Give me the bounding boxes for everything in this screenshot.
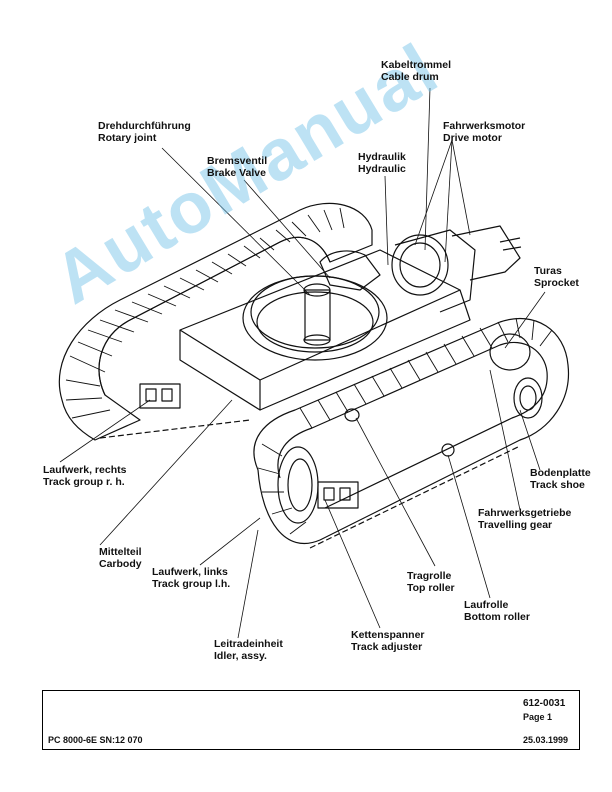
label-en: Sprocket: [534, 277, 579, 289]
label-drive-motor: Fahrwerksmotor Drive motor: [443, 120, 525, 144]
label-en: Travelling gear: [478, 519, 553, 531]
leader-lines: [59, 87, 546, 639]
label-track-group-rh: Laufwerk, rechts Track group r. h.: [43, 464, 126, 488]
track-lh-shoes: [257, 317, 553, 535]
label-en: Brake Valve: [207, 167, 266, 179]
footer-box: [42, 690, 580, 750]
label-de: Tragrolle: [407, 570, 452, 582]
label-de: Fahrwerksgetriebe: [478, 507, 572, 519]
label-en: Track group r. h.: [43, 476, 125, 488]
label-de: Fahrwerksmotor: [443, 120, 526, 132]
label-en: Top roller: [407, 582, 455, 594]
label-en: Track adjuster: [351, 641, 423, 653]
track-rh-inner: [98, 236, 331, 396]
label-en: Drive motor: [443, 132, 502, 144]
label-carbody: Mittelteil Carbody: [99, 546, 142, 570]
label-en: Idler, assy.: [214, 650, 267, 662]
label-en: Hydraulic: [358, 163, 406, 175]
label-track-group-lh: Laufwerk, links Track group l.h.: [152, 566, 230, 590]
model-serial: PC 8000-6E SN:12 070: [48, 735, 143, 745]
page-number: Page 1: [523, 712, 553, 722]
label-de: Bremsventil: [207, 155, 268, 167]
label-de: Kabeltrommel: [381, 59, 452, 71]
label-de: Mittelteil: [99, 546, 142, 558]
top-roller-shape: [344, 408, 360, 422]
label-rotary-joint: Drehdurchführung Rotary joint: [98, 120, 191, 144]
track-lh-inner: [277, 341, 548, 509]
label-de: Hydraulik: [358, 151, 406, 163]
label-top-roller: Tragrolle Top roller: [407, 570, 455, 594]
part-number: 612-0031: [523, 698, 566, 709]
label-de: Leitradeinheit: [214, 638, 283, 650]
label-en: Rotary joint: [98, 132, 157, 144]
label-track-shoe: Bodenplatte Track shoe: [530, 467, 591, 491]
label-sprocket: Turas Sprocket: [534, 265, 579, 289]
label-hydraulic: Hydraulik Hydraulic: [358, 151, 406, 175]
label-de: Laufrolle: [464, 599, 509, 611]
carbody-side: [179, 330, 261, 411]
rotary-joint-body: [304, 289, 331, 341]
label-en: Bottom roller: [464, 611, 530, 623]
cable-drum-shape: [391, 234, 449, 296]
label-de: Laufwerk, rechts: [43, 464, 127, 476]
label-en: Cable drum: [381, 71, 439, 83]
label-de: Kettenspanner: [351, 629, 425, 641]
label-de: Turas: [534, 265, 562, 277]
label-travelling-gear: Fahrwerksgetriebe Travelling gear: [478, 507, 571, 531]
label-de: Laufwerk, links: [152, 566, 228, 578]
label-brake-valve: Bremsventil Brake Valve: [207, 155, 267, 179]
label-bottom-roller: Laufrolle Bottom roller: [464, 599, 530, 623]
label-cable-drum: Kabeltrommel Cable drum: [381, 59, 451, 83]
label-idler: Leitradeinheit Idler, assy.: [214, 638, 283, 662]
label-de: Drehdurchführung: [98, 120, 191, 132]
travelling-gear: [513, 377, 543, 419]
track-rh-shoes: [65, 207, 345, 419]
track-lh-outline: [253, 317, 570, 545]
document-date: 25.03.1999: [523, 735, 569, 745]
label-en: Carbody: [99, 558, 142, 570]
drive-motor-shape: [451, 225, 521, 281]
label-de: Bodenplatte: [530, 467, 591, 479]
label-en: Track group l.h.: [152, 578, 231, 590]
label-en: Track shoe: [530, 479, 585, 491]
sprocket-shape: [489, 333, 531, 371]
label-track-adjuster: Kettenspanner Track adjuster: [351, 629, 425, 653]
